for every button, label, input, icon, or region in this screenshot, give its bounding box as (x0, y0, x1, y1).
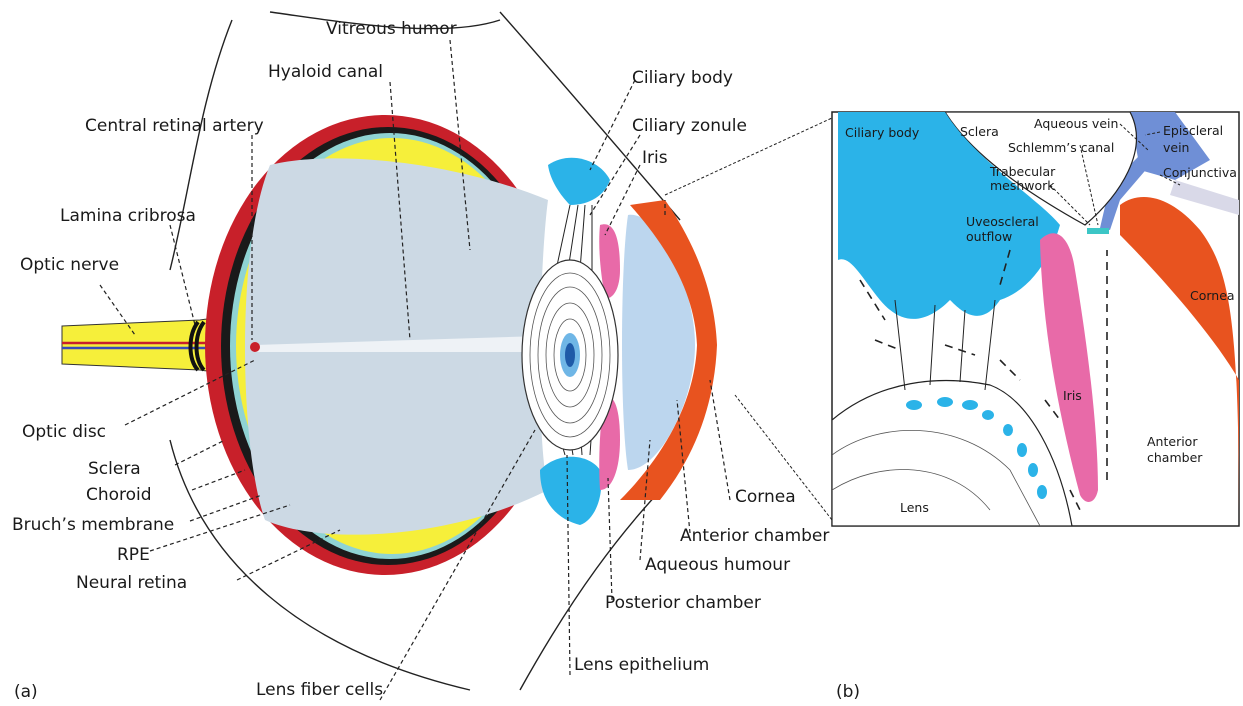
label-schlemms-canal: Schlemm’s canal (1008, 140, 1114, 155)
label-ciliary-body-b: Ciliary body (845, 125, 920, 140)
label-episcleral-vein-line1: Episcleral (1163, 123, 1223, 138)
label-trabecular-line1: Trabecular (989, 164, 1056, 179)
label-vitreous-humor: Vitreous humor (326, 19, 457, 39)
label-sclera-b: Sclera (960, 124, 999, 139)
label-ciliary-zonule: Ciliary zonule (632, 116, 747, 136)
label-choroid: Choroid (86, 485, 152, 505)
label-aqueous-vein: Aqueous vein (1034, 116, 1118, 131)
label-bruchs-membrane: Bruch’s membrane (12, 515, 174, 535)
label-optic-disc: Optic disc (22, 422, 106, 442)
label-aqueous-humour: Aqueous humour (645, 555, 790, 575)
label-neural-retina: Neural retina (76, 573, 187, 593)
panel-label-b: (b) (836, 682, 860, 702)
label-conjunctiva: Conjunctiva (1163, 165, 1237, 180)
label-anterior-chamber: Anterior chamber (680, 526, 829, 546)
label-rpe: RPE (117, 545, 150, 565)
label-cornea-b: Cornea (1190, 288, 1235, 303)
panel-a-eye-cross-section: Vitreous humor Hyaloid canal Central ret… (12, 12, 829, 702)
label-posterior-chamber: Posterior chamber (605, 593, 761, 613)
label-episcleral-vein-line2: vein (1163, 140, 1189, 155)
upper-orbit-outline (170, 20, 232, 270)
label-uveoscleral-line2: outflow (966, 229, 1012, 244)
panel-label-a: (a) (14, 682, 38, 702)
label-lens-epithelium: Lens epithelium (574, 655, 709, 675)
label-trabecular-line2: meshwork (990, 178, 1055, 193)
label-sclera: Sclera (88, 459, 141, 479)
label-hyaloid-canal: Hyaloid canal (268, 62, 383, 82)
label-uveoscleral-line1: Uveoscleral (966, 214, 1039, 229)
panel-b-anterior-segment-detail: Ciliary body Sclera Aqueous vein Episcle… (832, 112, 1239, 702)
label-anterior-chamber-b-line2: chamber (1147, 450, 1203, 465)
label-anterior-chamber-b-line1: Anterior (1147, 434, 1198, 449)
label-lamina-cribrosa: Lamina cribrosa (60, 206, 196, 226)
label-lens-b: Lens (900, 500, 929, 515)
lens-shape (522, 260, 618, 450)
label-ciliary-body-a: Ciliary body (632, 68, 733, 88)
label-optic-nerve: Optic nerve (20, 255, 119, 275)
label-iris-a: Iris (642, 148, 668, 168)
label-central-retinal-artery: Central retinal artery (85, 116, 264, 136)
label-cornea-a: Cornea (735, 487, 796, 507)
trabecular-meshwork-shape (1087, 228, 1109, 234)
label-iris-b: Iris (1063, 388, 1082, 403)
optic-disc-dot (250, 342, 260, 352)
label-lens-fiber-cells: Lens fiber cells (256, 680, 383, 700)
